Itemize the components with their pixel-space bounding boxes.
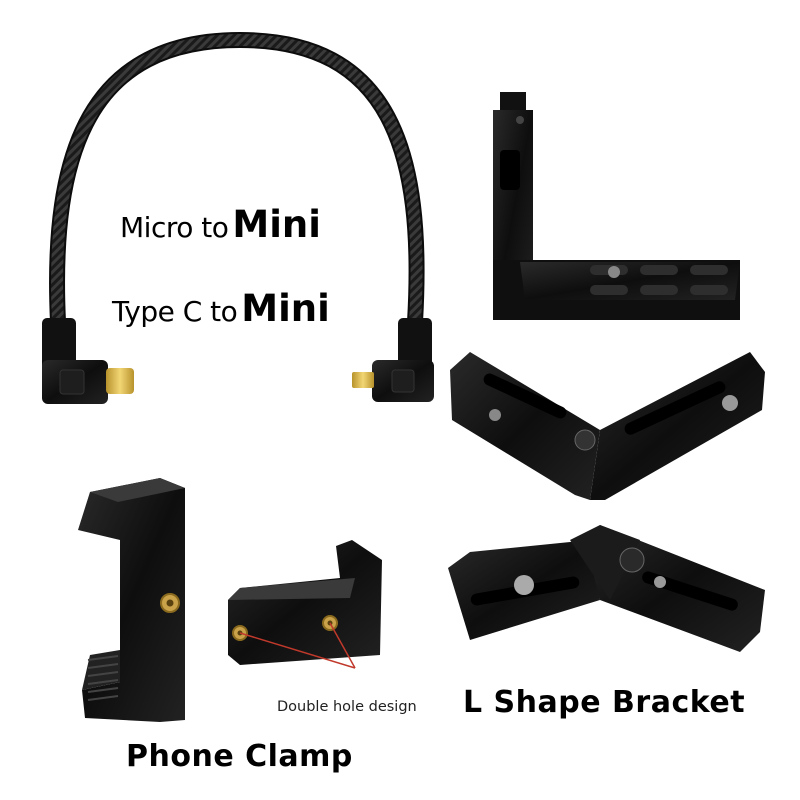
phone-clamp-small bbox=[228, 540, 382, 665]
cable-label-prefix: Micro to bbox=[120, 211, 229, 244]
l-bracket-open-bottom bbox=[448, 525, 765, 652]
cable-label-emphasis: Mini bbox=[241, 287, 330, 330]
mini-usb-connector bbox=[352, 318, 434, 402]
l-bracket-title: L Shape Bracket bbox=[463, 685, 746, 720]
l-bracket-open-top bbox=[450, 352, 765, 500]
double-hole-note: Double hole design bbox=[277, 699, 417, 715]
type-c-connector bbox=[42, 318, 134, 404]
pointer-lines bbox=[239, 622, 356, 669]
cable-label-emphasis: Mini bbox=[232, 203, 321, 246]
braided-usb-cable bbox=[42, 31, 434, 404]
phone-clamp-title: Phone Clamp bbox=[126, 739, 353, 774]
cable-label-prefix: Type C to bbox=[112, 295, 238, 328]
l-bracket-upright bbox=[493, 92, 740, 320]
phone-clamp-large bbox=[78, 478, 185, 722]
